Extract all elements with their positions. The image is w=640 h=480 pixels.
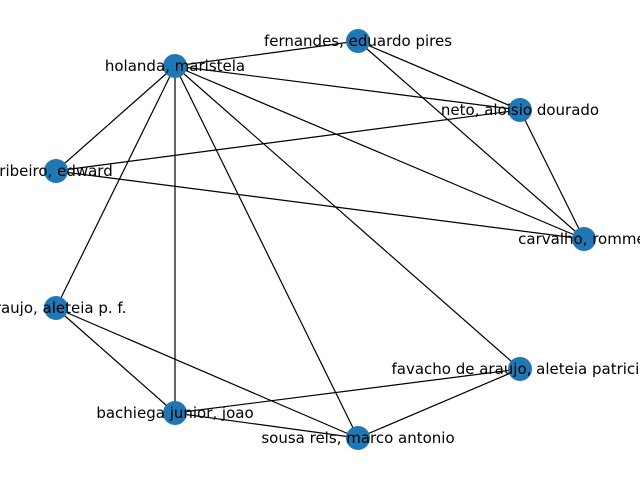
edge-neto-carvalho [519,109,585,240]
nodes [44,29,596,450]
node-neto [508,98,532,122]
edge-neto-ribeiro [55,109,521,172]
edge-favacho-bachiega [174,368,521,414]
node-araujo [44,296,68,320]
node-label-favacho: favacho de araujo, aleteia patricia [391,360,640,378]
edge-bachiega-sousa [174,412,359,439]
edge-holanda-favacho [174,65,521,370]
edges [55,40,585,439]
edge-araujo-bachiega [55,307,176,414]
edge-holanda-carvalho [174,65,585,240]
node-favacho [508,357,532,381]
node-label-holanda: holanda, maristela [105,57,245,75]
node-sousa [346,426,370,450]
node-label-sousa: sousa reis, marco antonio [261,429,454,447]
node-label-bachiega: bachiega junior, joao [96,404,253,422]
edge-araujo-sousa [55,307,359,439]
node-label-araujo: araujo, aleteia p. f. [0,299,126,317]
edge-holanda-araujo [55,65,176,309]
node-label-fernandes: fernandes, eduardo pires [264,32,452,50]
edge-holanda-sousa [174,65,359,439]
edge-holanda-fernandes [174,40,359,67]
node-holanda [163,54,187,78]
node-label-carvalho: carvalho, rommel [518,230,640,248]
edge-fernandes-neto [357,40,521,111]
node-fernandes [346,29,370,53]
node-bachiega [163,401,187,425]
node-label-neto: neto, aloisio dourado [441,101,599,119]
edge-holanda-ribeiro [55,65,176,172]
node-carvalho [572,227,596,251]
node-label-ribeiro: ribeiro, edward [0,162,113,180]
edge-favacho-sousa [357,368,521,439]
edge-fernandes-carvalho [357,40,585,240]
edge-holanda-neto [174,65,521,111]
labels: holanda, maristela fernandes, eduardo pir… [0,32,640,447]
edge-ribeiro-carvalho [55,170,585,240]
node-ribeiro [44,159,68,183]
